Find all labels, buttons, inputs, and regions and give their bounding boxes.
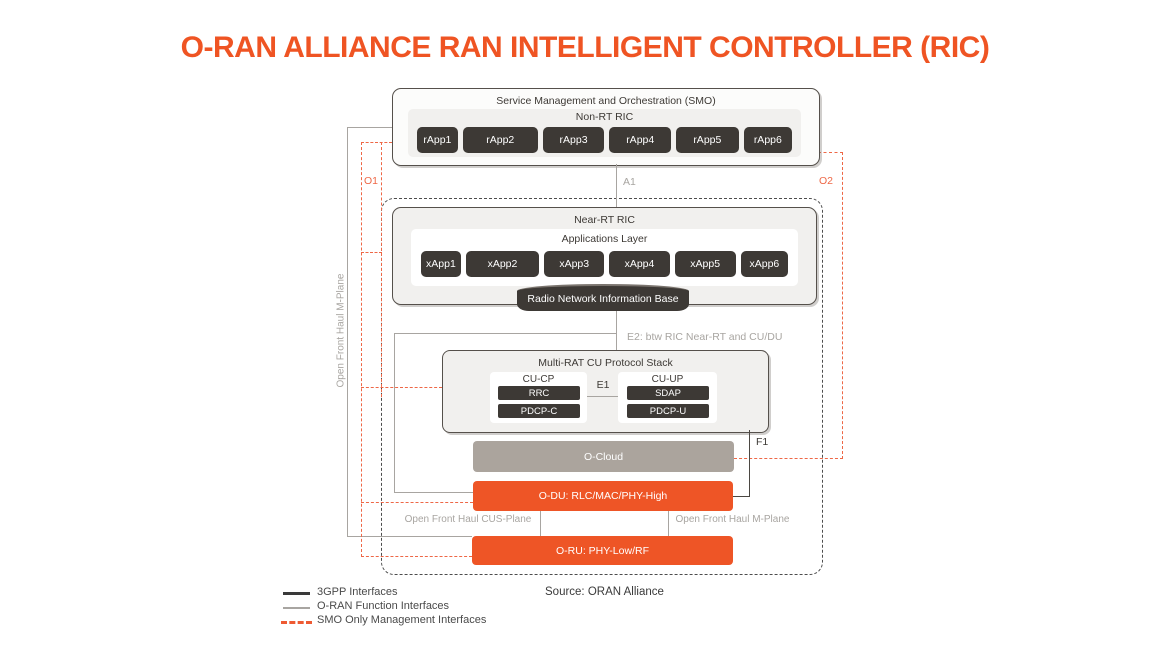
rapp-row: rApp1 rApp2 rApp3 rApp4 rApp5 rApp6: [417, 127, 793, 153]
rapp-box: rApp5: [676, 127, 739, 153]
o1-dashed-branch-near-rt: [361, 252, 382, 253]
legend-label-smo: SMO Only Management Interfaces: [317, 614, 487, 626]
legend-swatch-smo: [281, 621, 312, 624]
applications-layer-label: Applications Layer: [561, 233, 648, 245]
e2-branch-vertical: [394, 333, 395, 493]
o1-dashed-right-vertical: [381, 142, 382, 397]
odu-oru-connector-right: [668, 511, 669, 536]
ofh-m-plane-line-vertical: [347, 127, 348, 537]
legend-swatch-3gpp: [283, 592, 310, 595]
o2-dashed-branch-ocloud: [734, 458, 843, 459]
f1-line-horizontal: [733, 496, 750, 497]
e2-branch-horizontal: [394, 333, 616, 334]
legend-label-oran: O-RAN Function Interfaces: [317, 600, 450, 612]
non-rt-ric-box: Non-RT RIC rApp1 rApp2 rApp3 rApp4 rApp5…: [408, 109, 801, 157]
o-ru-box: O-RU: PHY-Low/RF: [472, 536, 733, 565]
o1-dashed-branch-oru: [361, 556, 472, 557]
rapp-box: rApp2: [462, 127, 538, 153]
xapp-box: xApp3: [544, 251, 605, 277]
e2-line-vertical: [616, 311, 617, 350]
rapp-box: rApp3: [542, 127, 605, 153]
pdcp-c-box: PDCP-C: [498, 404, 580, 418]
e1-label: E1: [596, 379, 610, 391]
ofh-m-plane-line-top: [347, 127, 392, 128]
rapp-box: rApp4: [609, 127, 672, 153]
non-rt-ric-label: Non-RT RIC: [575, 111, 634, 123]
pdcp-u-box: PDCP-U: [627, 404, 709, 418]
rnib-cylinder: [517, 291, 689, 311]
xapp-box: xApp2: [465, 251, 540, 277]
o1-label: O1: [364, 175, 379, 187]
page-title: O-RAN ALLIANCE RAN INTELLIGENT CONTROLLE…: [180, 31, 990, 64]
cu-up-label: CU-UP: [651, 374, 684, 385]
applications-layer-box: Applications Layer xApp1 xApp2 xApp3 xAp…: [411, 229, 798, 286]
e2-branch-to-odu: [394, 492, 473, 493]
a1-line: [616, 164, 617, 207]
o-du-box: O-DU: RLC/MAC/PHY-High: [473, 481, 733, 511]
o1-dashed-branch-cu: [361, 387, 442, 388]
o1-dashed-top: [361, 142, 392, 143]
ofh-cus-plane-label: Open Front Haul CUS-Plane: [404, 514, 532, 525]
ofh-m-plane-line-bottom: [347, 536, 472, 537]
f1-line-vertical: [749, 430, 750, 497]
rrc-box: RRC: [498, 386, 580, 400]
sdap-box: SDAP: [627, 386, 709, 400]
rapp-box: rApp1: [417, 127, 458, 153]
source-text: Source: ORAN Alliance: [545, 586, 664, 598]
odu-oru-connector-left: [540, 511, 541, 536]
near-rt-ric-title: Near-RT RIC: [574, 214, 635, 226]
xapp-box: xApp1: [421, 251, 461, 277]
ofh-m-plane-bottom-label: Open Front Haul M-Plane: [675, 514, 790, 525]
o2-label: O2: [819, 175, 834, 187]
o2-dashed-top: [818, 152, 843, 153]
smo-box: Service Management and Orchestration (SM…: [392, 88, 820, 166]
legend-label-3gpp: 3GPP Interfaces: [317, 586, 398, 598]
a1-label: A1: [623, 176, 636, 188]
o-cloud-box: O-Cloud: [473, 441, 734, 472]
xapp-row: xApp1 xApp2 xApp3 xApp4 xApp5 xApp6: [421, 251, 789, 277]
f1-label: F1: [756, 436, 769, 448]
xapp-box: xApp5: [674, 251, 736, 277]
ofh-m-plane-left-label: Open Front Haul M-Plane: [335, 273, 347, 388]
o2-dashed-vertical: [842, 152, 843, 459]
rnib-label: Radio Network Information Base: [527, 293, 679, 305]
xapp-box: xApp4: [609, 251, 670, 277]
e2-label: E2: btw RIC Near-RT and CU/DU: [627, 331, 783, 343]
rapp-box: rApp6: [743, 127, 793, 153]
o1-dashed-branch-odu: [361, 502, 473, 503]
cu-protocol-stack-title: Multi-RAT CU Protocol Stack: [538, 357, 673, 369]
xapp-box: xApp6: [740, 251, 789, 277]
near-rt-ric-box: Near-RT RIC Applications Layer xApp1 xAp…: [392, 207, 817, 305]
o1-dashed-left-vertical: [361, 142, 362, 557]
e1-line: [587, 396, 618, 397]
legend-swatch-oran: [283, 607, 310, 609]
cu-cp-label: CU-CP: [522, 374, 555, 385]
smo-title: Service Management and Orchestration (SM…: [496, 95, 716, 107]
